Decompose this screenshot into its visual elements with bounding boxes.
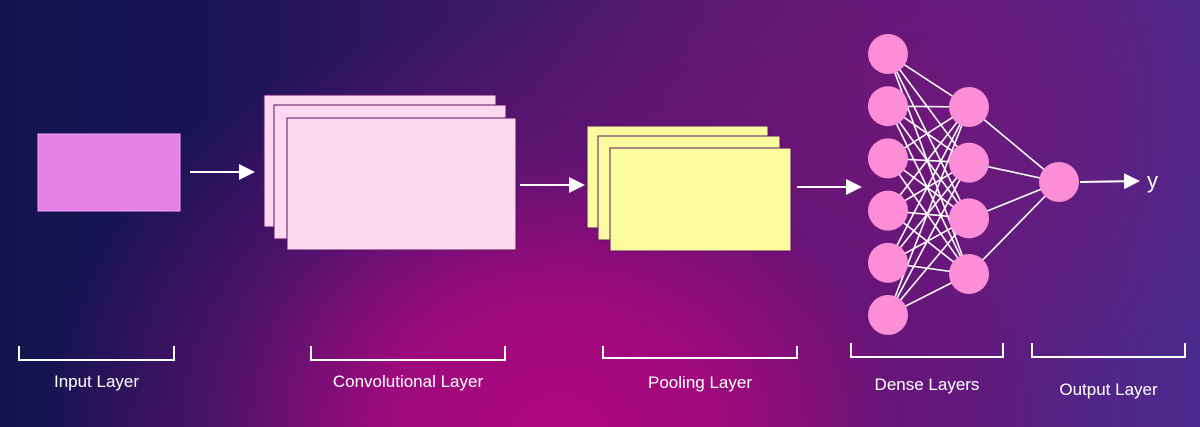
dense1-node xyxy=(868,86,908,127)
connection-line xyxy=(887,217,970,316)
label-input-layer: Input Layer xyxy=(53,372,140,391)
pool-map-front xyxy=(609,147,792,252)
bracket-input xyxy=(18,346,175,361)
connection-line xyxy=(887,157,970,275)
input-block xyxy=(37,133,181,212)
conv-feature-maps xyxy=(263,94,517,251)
label-dense-layers: Dense Layers xyxy=(874,375,980,394)
label-pooling-layer: Pooling Layer xyxy=(648,373,752,392)
dense-network xyxy=(868,34,1079,335)
connection-line xyxy=(887,105,970,219)
dense2-node xyxy=(949,254,989,294)
connection-line xyxy=(887,162,970,316)
dense1-node xyxy=(868,190,908,231)
brackets xyxy=(18,343,1186,361)
bracket-output xyxy=(1031,343,1186,358)
dense1-node xyxy=(868,138,908,179)
connection-line xyxy=(887,106,970,212)
arrow-output-to-y xyxy=(1079,173,1140,190)
connection-line xyxy=(887,53,970,164)
connection-line xyxy=(887,53,970,275)
connection-line xyxy=(887,106,970,264)
dense1-node xyxy=(868,34,908,74)
bracket-conv xyxy=(310,346,506,361)
output-node xyxy=(1039,162,1079,202)
connection-line xyxy=(887,105,970,275)
pooling-feature-maps xyxy=(586,125,792,252)
label-convolutional-layer: Convolutional Layer xyxy=(332,372,484,391)
dense2-node xyxy=(949,142,989,183)
dense1-node xyxy=(868,242,908,283)
y-output-label: y xyxy=(1147,168,1158,193)
bracket-pooling xyxy=(602,346,798,359)
dense1-node xyxy=(868,295,908,335)
dense2-node xyxy=(949,198,989,239)
label-output-layer: Output Layer xyxy=(1059,380,1158,399)
dense2-node xyxy=(949,87,989,127)
conv-map-front xyxy=(286,117,517,251)
bracket-dense xyxy=(850,343,1004,358)
connection-line xyxy=(968,181,1060,275)
connection-line xyxy=(887,53,970,219)
connection-line xyxy=(887,106,970,316)
